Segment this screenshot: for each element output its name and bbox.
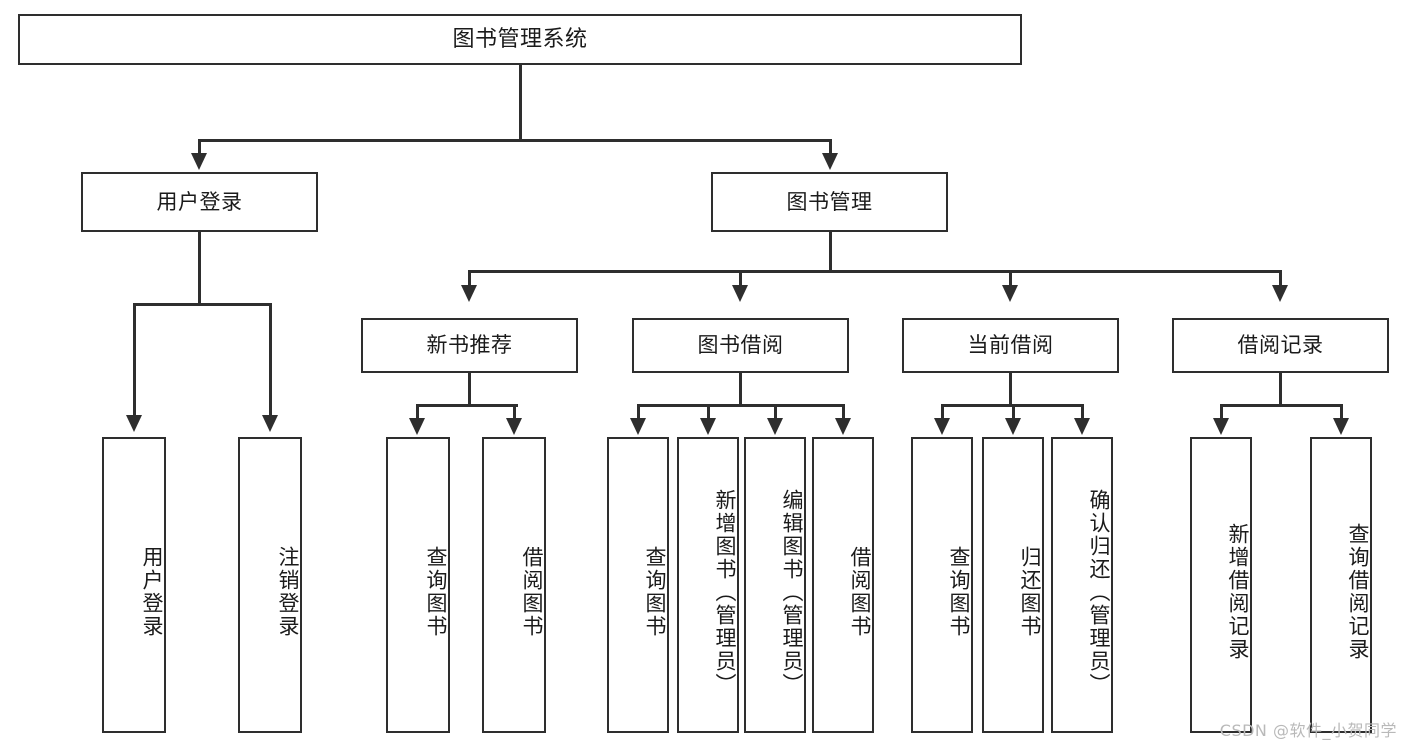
edge-borrow-record-stem (1279, 373, 1282, 406)
arrow-bm-to-current-borrow (1002, 285, 1018, 302)
node-user-login-label: 用户登录 (156, 189, 243, 214)
edge-root-bus (198, 139, 832, 142)
node-root-label: 图书管理系统 (452, 26, 588, 52)
node-leaf-confirm-return-admin[interactable]: 确认归还（管理员） (1051, 437, 1113, 733)
arrow-bb-leaf-1 (630, 418, 646, 435)
csdn-watermark: CSDN @软件_小贺同学 (1219, 721, 1397, 740)
edge-root-to-user-login (198, 139, 201, 157)
arrow-bb-leaf-3 (767, 418, 783, 435)
node-leaf-return-book[interactable]: 归还图书 (982, 437, 1044, 733)
node-leaf-add-book-admin-label: 新增图书（管理员） (713, 488, 737, 696)
node-leaf-borrow-book-label: 借阅图书 (848, 546, 872, 638)
node-leaf-add-book-admin[interactable]: 新增图书（管理员） (677, 437, 739, 733)
node-leaf-query-book-borrow-label: 查询图书 (643, 546, 667, 638)
arrow-bm-to-book-borrow (732, 285, 748, 302)
node-leaf-user-login[interactable]: 用户登录 (102, 437, 166, 733)
arrow-bm-to-new-book-rec (461, 285, 477, 302)
edge-root-stem (519, 65, 522, 140)
edge-user-login-bus (133, 303, 270, 306)
edge-bb-drop-2 (707, 404, 710, 420)
node-current-borrow-label: 当前借阅 (967, 333, 1054, 358)
edge-nbr-drop-1 (416, 404, 419, 420)
node-book-manage-label: 图书管理 (786, 189, 873, 214)
edge-borrow-record-bus (1220, 404, 1342, 407)
edge-bm-drop-new-book-rec (468, 270, 471, 288)
edge-bb-drop-1 (637, 404, 640, 420)
node-leaf-edit-book-admin[interactable]: 编辑图书（管理员） (744, 437, 806, 733)
node-leaf-confirm-return-admin-label: 确认归还（管理员） (1087, 488, 1111, 696)
edge-bm-drop-current-borrow (1009, 270, 1012, 288)
edge-current-borrow-bus (941, 404, 1082, 407)
node-leaf-query-book-rec-label: 查询图书 (424, 546, 448, 638)
edge-user-login-stem (198, 232, 201, 305)
node-leaf-user-logout[interactable]: 注销登录 (238, 437, 302, 733)
arrow-nbr-leaf-2 (506, 418, 522, 435)
arrow-user-login-leaf-1 (126, 415, 142, 432)
node-borrow-record[interactable]: 借阅记录 (1172, 318, 1389, 373)
node-book-manage[interactable]: 图书管理 (711, 172, 948, 232)
edge-root-to-book-manage (829, 139, 832, 157)
arrow-nbr-leaf-1 (409, 418, 425, 435)
arrow-user-login-leaf-2 (262, 415, 278, 432)
node-leaf-query-book-current[interactable]: 查询图书 (911, 437, 973, 733)
node-book-borrow[interactable]: 图书借阅 (632, 318, 849, 373)
arrow-bb-leaf-2 (700, 418, 716, 435)
node-leaf-add-borrow-record[interactable]: 新增借阅记录 (1190, 437, 1252, 733)
edge-book-manage-stem (829, 232, 832, 272)
node-current-borrow[interactable]: 当前借阅 (902, 318, 1119, 373)
edge-nbr-drop-2 (513, 404, 516, 420)
node-leaf-edit-book-admin-label: 编辑图书（管理员） (780, 488, 804, 696)
node-leaf-borrow-book-rec-label: 借阅图书 (520, 546, 544, 638)
node-leaf-add-borrow-record-label: 新增借阅记录 (1226, 523, 1250, 661)
arrow-br-leaf-1 (1213, 418, 1229, 435)
node-leaf-query-book-rec[interactable]: 查询图书 (386, 437, 450, 733)
edge-br-drop-1 (1220, 404, 1223, 420)
node-leaf-borrow-book-rec[interactable]: 借阅图书 (482, 437, 546, 733)
arrow-bb-leaf-4 (835, 418, 851, 435)
edge-book-borrow-bus (637, 404, 844, 407)
edge-cb-drop-2 (1012, 404, 1015, 420)
arrow-root-to-book-manage (822, 153, 838, 170)
node-leaf-borrow-book[interactable]: 借阅图书 (812, 437, 874, 733)
node-user-login[interactable]: 用户登录 (81, 172, 318, 232)
arrow-cb-leaf-1 (934, 418, 950, 435)
node-book-borrow-label: 图书借阅 (697, 333, 784, 358)
node-leaf-user-logout-label: 注销登录 (276, 546, 300, 638)
edge-cb-drop-3 (1081, 404, 1084, 420)
node-new-book-recommend[interactable]: 新书推荐 (361, 318, 578, 373)
edge-bb-drop-4 (842, 404, 845, 420)
node-new-book-recommend-label: 新书推荐 (426, 333, 513, 358)
arrow-br-leaf-2 (1333, 418, 1349, 435)
node-leaf-user-login-label: 用户登录 (140, 546, 164, 638)
node-leaf-query-borrow-record-label: 查询借阅记录 (1346, 523, 1370, 661)
edge-book-borrow-stem (739, 373, 742, 406)
edge-bm-drop-book-borrow (739, 270, 742, 288)
edge-bm-drop-borrow-record (1279, 270, 1282, 288)
edge-user-login-drop-1 (133, 303, 136, 419)
edge-br-drop-2 (1340, 404, 1343, 420)
node-leaf-query-book-borrow[interactable]: 查询图书 (607, 437, 669, 733)
edge-cb-drop-1 (941, 404, 944, 420)
arrow-cb-leaf-2 (1005, 418, 1021, 435)
arrow-cb-leaf-3 (1074, 418, 1090, 435)
node-borrow-record-label: 借阅记录 (1237, 333, 1324, 358)
edge-new-book-rec-bus (416, 404, 518, 407)
edge-current-borrow-stem (1009, 373, 1012, 406)
node-leaf-return-book-label: 归还图书 (1018, 546, 1042, 638)
node-root-system[interactable]: 图书管理系统 (18, 14, 1022, 65)
arrow-root-to-user-login (191, 153, 207, 170)
edge-book-manage-bus (468, 270, 1280, 273)
node-leaf-query-book-current-label: 查询图书 (947, 546, 971, 638)
node-leaf-query-borrow-record[interactable]: 查询借阅记录 (1310, 437, 1372, 733)
edge-new-book-rec-stem (468, 373, 471, 406)
arrow-bm-to-borrow-record (1272, 285, 1288, 302)
edge-user-login-drop-2 (269, 303, 272, 419)
edge-bb-drop-3 (774, 404, 777, 420)
